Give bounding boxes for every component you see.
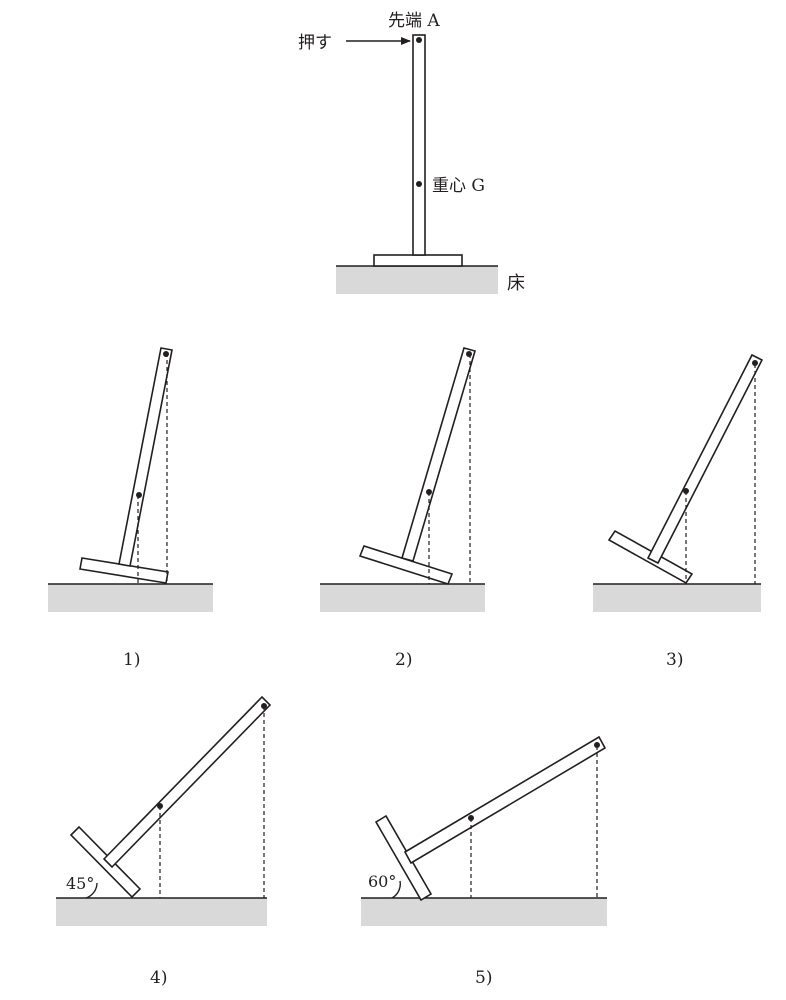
option-number: 5) (475, 968, 492, 988)
tip-a-dot (416, 37, 422, 43)
floor-block (336, 266, 498, 294)
option-5-figure: 60° 5) (361, 735, 607, 988)
pole (412, 34, 426, 256)
pole (401, 347, 476, 562)
tip-a-dot (752, 360, 758, 366)
center-of-gravity-dot (157, 803, 163, 809)
option-1-figure: 1) (48, 347, 213, 670)
base-plate (358, 545, 454, 585)
floor-block (48, 584, 213, 612)
option-2-figure: 2) (320, 347, 485, 670)
push-label: 押す (298, 33, 332, 53)
option-number: 3) (666, 650, 683, 670)
angle-arc (85, 882, 98, 899)
tip-a-dot (594, 742, 600, 748)
tip-a-dot (163, 351, 169, 357)
base-plate (373, 254, 463, 267)
option-number: 1) (123, 650, 140, 670)
angle-label: 60° (368, 872, 396, 891)
pole (118, 347, 173, 567)
angle-arc (391, 880, 401, 899)
tip-a-dot (466, 351, 472, 357)
tip-a-label: 先端 A (388, 11, 440, 31)
top-figure: 先端 A 押す 重心 G 床 (298, 11, 525, 294)
option-number: 2) (395, 650, 412, 670)
base-plate (79, 557, 169, 584)
base-plate (374, 814, 433, 902)
pole (102, 695, 272, 869)
center-of-gravity-label: 重心 G (432, 176, 485, 196)
pole (403, 735, 607, 865)
floor-block (361, 898, 607, 926)
center-of-gravity-dot (426, 489, 432, 495)
center-of-gravity-dot (683, 488, 689, 494)
center-of-gravity-dot (468, 815, 474, 821)
center-of-gravity-dot (136, 492, 142, 498)
floor-block (593, 584, 761, 612)
pole (646, 353, 764, 565)
floor-block (56, 898, 267, 926)
base-plate (69, 825, 142, 899)
floor-block (320, 584, 485, 612)
angle-label: 45° (66, 874, 94, 893)
tip-a-dot (261, 703, 267, 709)
option-number: 4) (150, 968, 167, 988)
option-3-figure: 3) (593, 353, 764, 670)
floor-label: 床 (507, 273, 525, 294)
option-4-figure: 45° 4) (56, 695, 272, 988)
center-of-gravity-dot (416, 181, 422, 187)
